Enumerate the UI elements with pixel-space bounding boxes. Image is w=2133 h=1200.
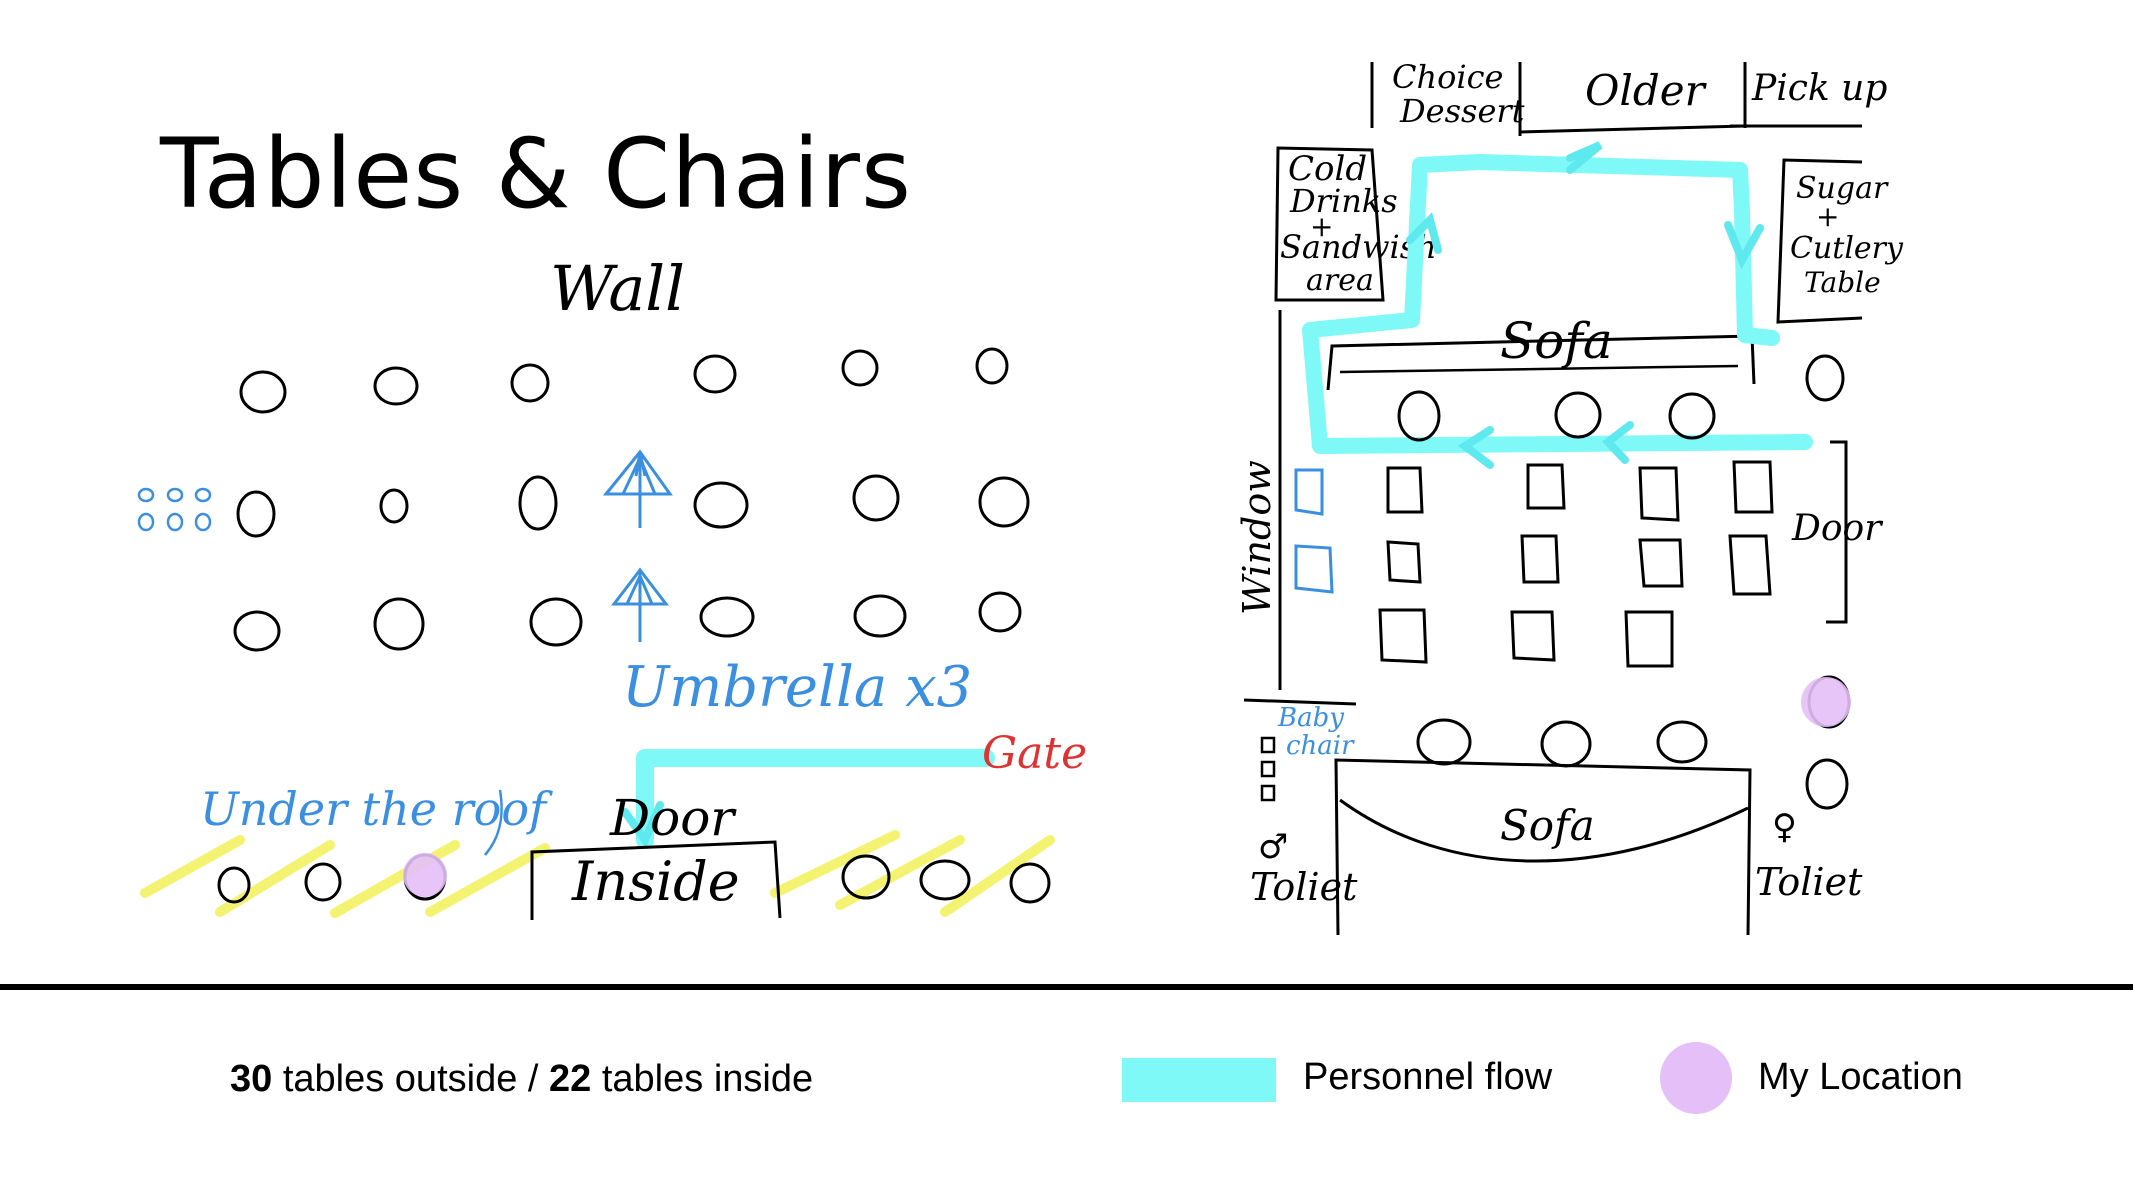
table [853,594,907,638]
cold-drinks-label-3: + [1310,210,1333,243]
personnel-flow-outdoor [636,749,995,849]
table [699,596,755,638]
personnel-flow-indoor [1302,154,1813,454]
baby-chair-label-1: Baby [1277,703,1344,733]
choice-dessert-label-1: Choice [1392,58,1503,96]
table [693,354,737,394]
sugar-label-3: Cutlery [1790,231,1904,266]
square-tables [1378,460,1774,668]
table [379,488,409,524]
outside-count: 30 [230,1058,273,1100]
inside-count: 22 [549,1058,592,1100]
umbrella-icon [610,567,670,642]
table [233,610,281,652]
table [373,366,419,406]
outside-text: tables outside / [272,1058,550,1100]
baby-chair-label-2: chair [1286,731,1355,761]
under-roof-label: Under the roof [200,782,553,836]
table [975,347,1009,385]
table [1668,392,1716,440]
table [1805,354,1845,402]
table [1009,862,1051,904]
wall-label: Wall [550,252,685,325]
door-label-outdoor: Door [609,789,737,847]
cold-drinks-label-5: area [1306,263,1374,298]
table [978,591,1022,633]
female-symbol: ♀ [1772,807,1797,847]
my-location-marker [403,853,447,897]
table-count-summary: 30 tables outside / 22 tables inside [230,1058,813,1101]
table [529,597,583,647]
table [1540,720,1592,768]
table [1416,718,1472,766]
location-legend-dot [1660,1042,1732,1114]
location-legend-label: My Location [1758,1056,1963,1098]
umbrella-label: Umbrella x3 [622,655,972,720]
table [373,597,425,651]
order-label: Older [1585,66,1708,115]
table [1805,758,1849,810]
table [1656,720,1708,764]
cold-drinks-label-2: Drinks [1289,182,1398,220]
table [518,475,558,531]
outdoor-tables [233,347,1030,652]
table [919,859,971,901]
window-seats [1294,468,1334,594]
inside-label: Inside [571,850,740,913]
my-location-marker-indoor [1801,677,1851,727]
gate-label: Gate [982,728,1087,779]
inside-text: tables inside [591,1058,814,1100]
page-title: Tables & Chairs [160,118,913,230]
table [841,349,879,387]
flow-legend-swatch [1122,1058,1276,1102]
table [978,476,1030,528]
spare-small-tables [137,487,212,532]
table [304,862,342,902]
male-symbol: ♂ [1258,827,1288,867]
table [1397,390,1441,442]
footer-divider [0,984,2133,990]
table [510,363,550,403]
toilet-left-label: Toliet [1250,865,1358,909]
table [236,490,276,538]
table [841,854,891,900]
sugar-label-4: Table [1804,266,1881,299]
flow-legend-label: Personnel flow [1303,1056,1553,1098]
floor-plan-sketch: Wall [137,58,1904,936]
table [239,370,287,414]
sofa-top-label: Sofa [1500,312,1613,370]
sugar-label-2: + [1816,200,1839,233]
sofa-bottom-label: Sofa [1500,801,1595,850]
inside-building [530,840,782,920]
baby-chairs [1260,736,1276,802]
window-label: Window [1235,460,1279,615]
table [217,866,251,904]
cold-drinks-label-1: Cold [1288,149,1367,189]
toilet-right-label: Toliet [1755,860,1863,904]
pickup-label: Pick up [1751,68,1887,109]
umbrella-icon [602,449,673,528]
choice-dessert-label-2: Dessert [1399,92,1525,130]
table [693,481,749,529]
sugar-label-1: Sugar [1796,171,1889,206]
door-label-indoor: Door [1791,508,1883,549]
table [852,474,900,522]
table [1554,391,1602,439]
